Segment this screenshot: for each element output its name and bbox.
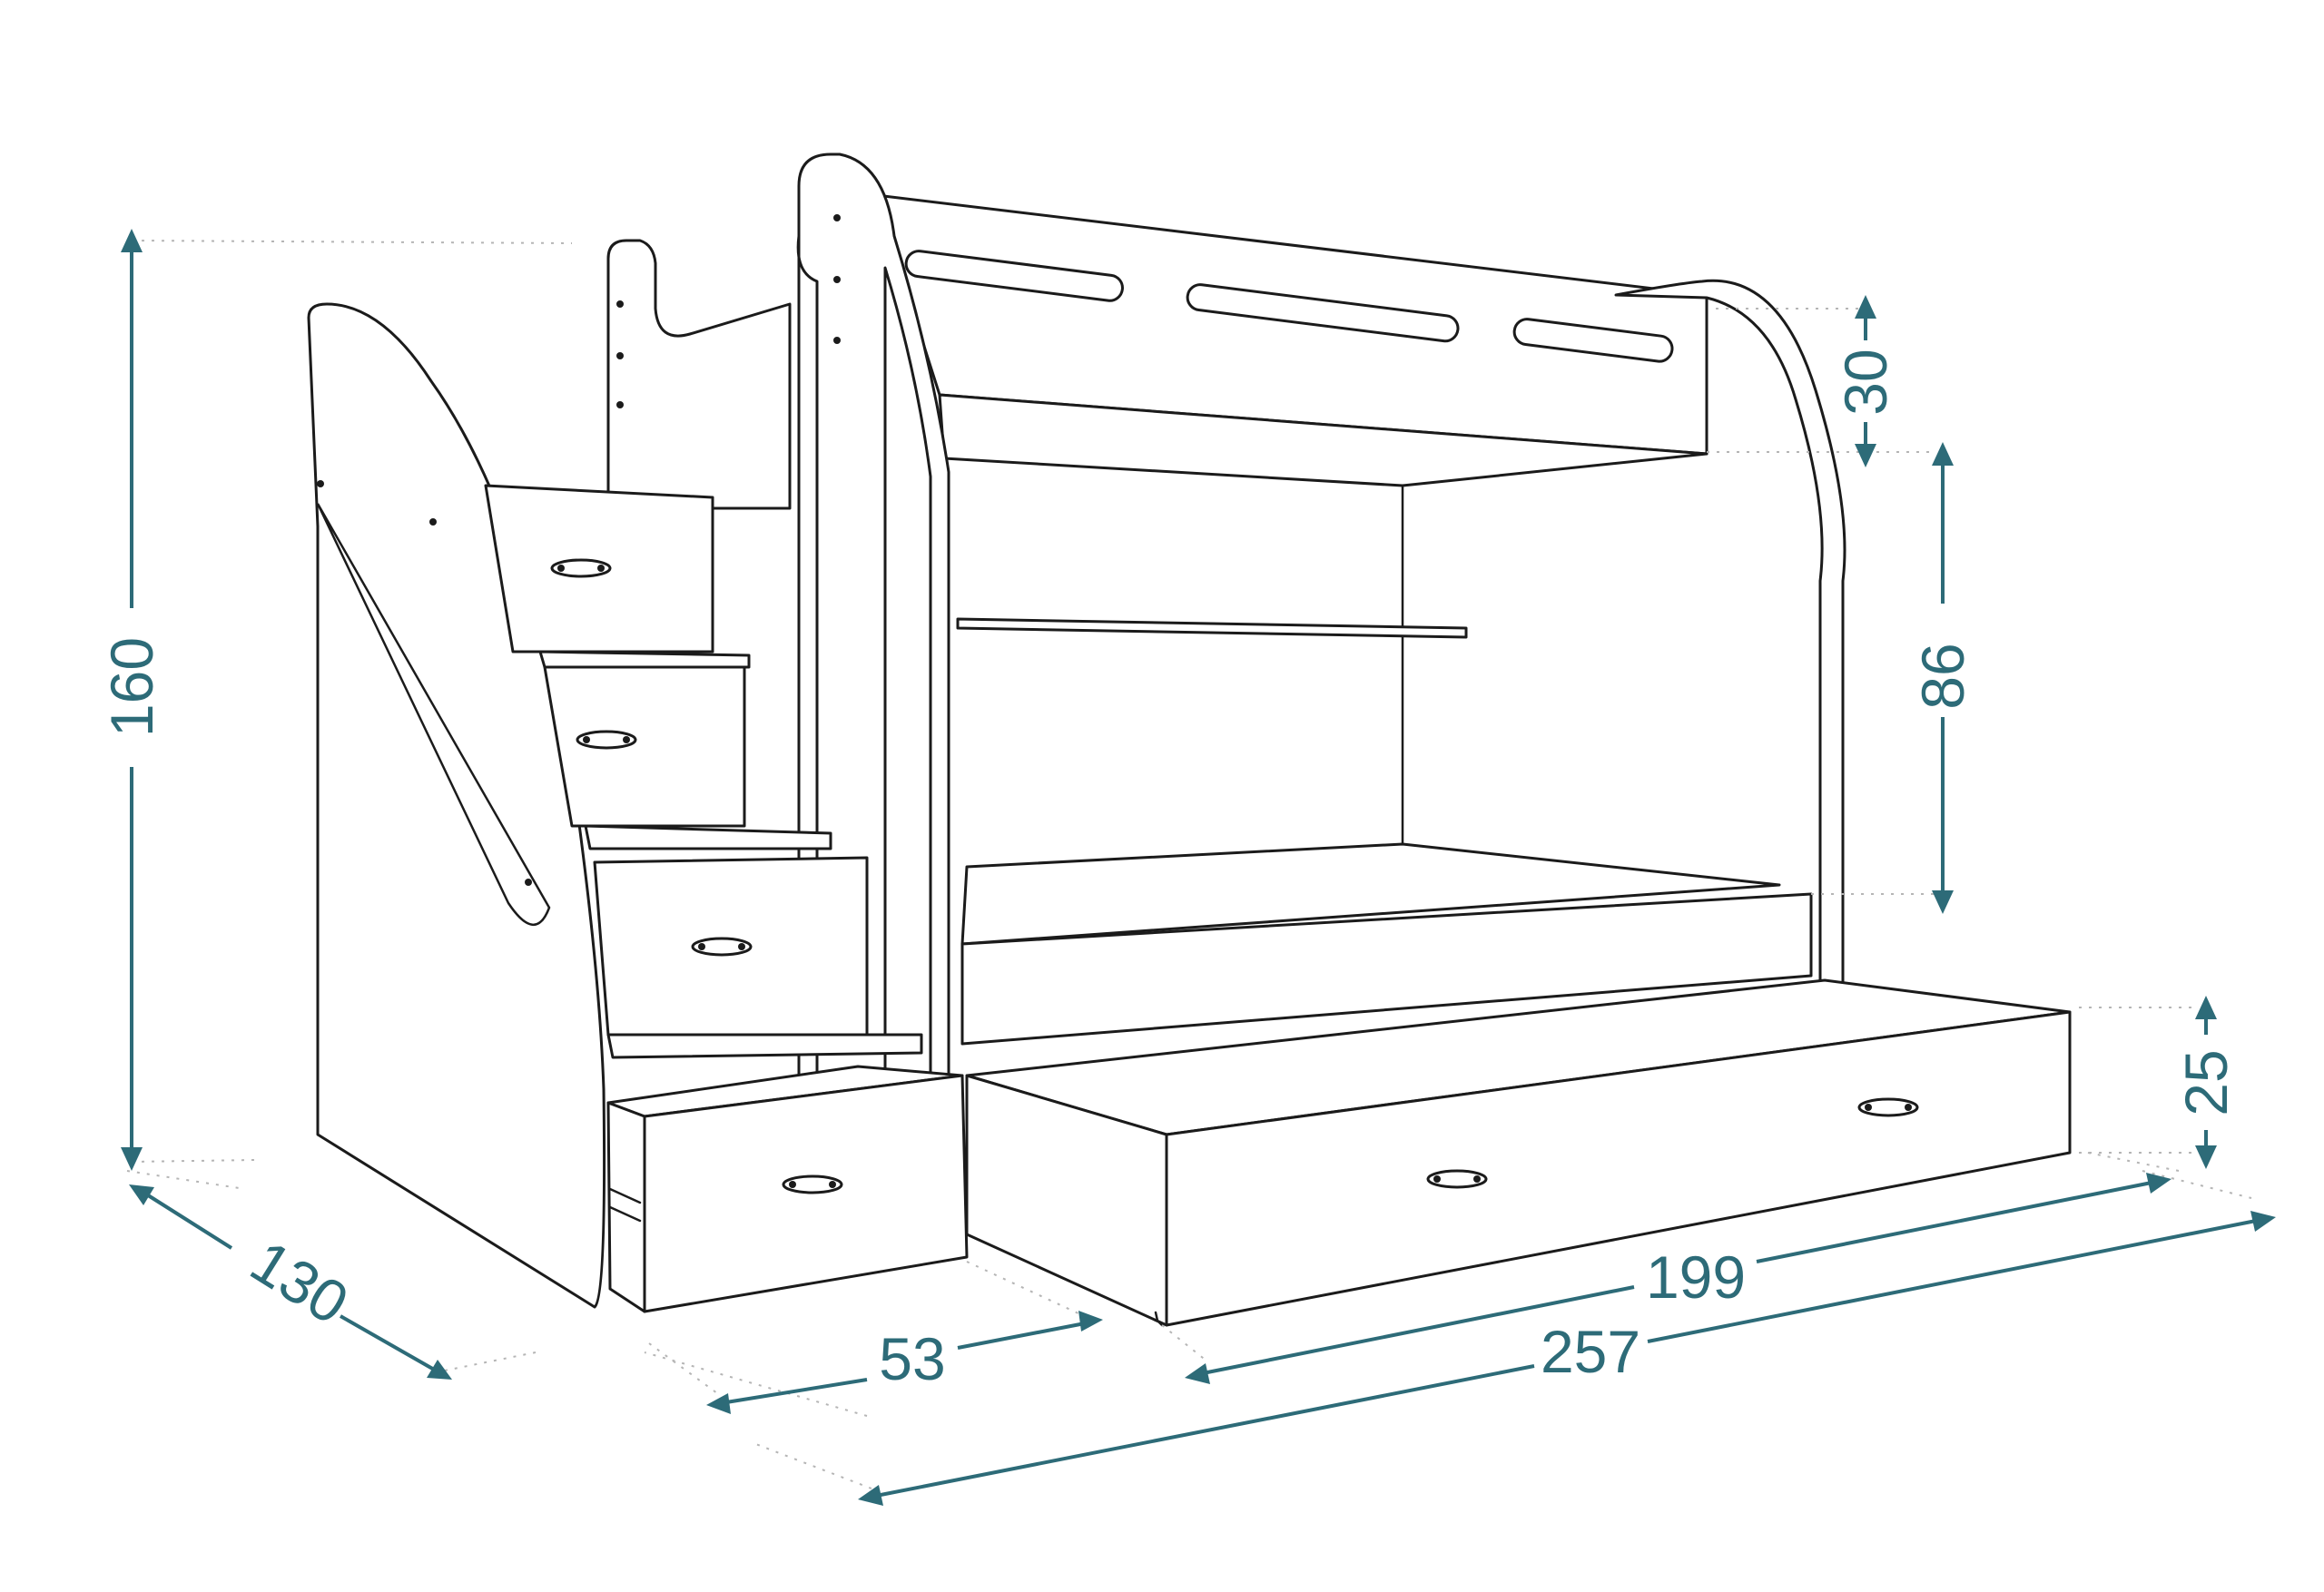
dimension-trundle-height-label: 25 xyxy=(2172,1049,2240,1115)
dimension-drawer-depth-label: 53 xyxy=(879,1325,945,1392)
extension-lines xyxy=(126,240,2252,1489)
dimension-height-total-label: 160 xyxy=(98,637,165,737)
dimension-trundle-length-label: 199 xyxy=(1646,1243,1746,1311)
dimension-depth: 130 xyxy=(129,1184,452,1380)
dimension-trundle-length: 199 xyxy=(1185,1173,2171,1384)
lower-bunk xyxy=(960,842,1813,1046)
dimension-depth-label: 130 xyxy=(240,1227,360,1337)
right-headboard xyxy=(1614,279,1846,987)
dimension-bunk-gap-label: 86 xyxy=(1909,643,1976,709)
dimension-height-total: 160 xyxy=(98,229,165,1171)
rear-left-post xyxy=(606,239,792,510)
stair-steps xyxy=(484,484,969,1313)
dimension-top-rail-label: 30 xyxy=(1832,349,1899,415)
stair-outer-panel xyxy=(307,302,606,1309)
dimension-top-rail: 30 xyxy=(1832,295,1899,467)
dimension-total-length-label: 257 xyxy=(1541,1318,1640,1385)
trundle-bed xyxy=(965,978,2072,1327)
dimension-trundle-height: 25 xyxy=(2172,996,2240,1169)
bed-drawing xyxy=(307,152,2072,1327)
top-bunk xyxy=(874,193,1709,909)
dimension-total-length: 257 xyxy=(858,1211,2276,1506)
dimension-bunk-gap: 86 xyxy=(1909,442,1976,914)
middle-shelf xyxy=(956,617,1468,639)
dimension-drawer-depth: 53 xyxy=(706,1311,1103,1414)
